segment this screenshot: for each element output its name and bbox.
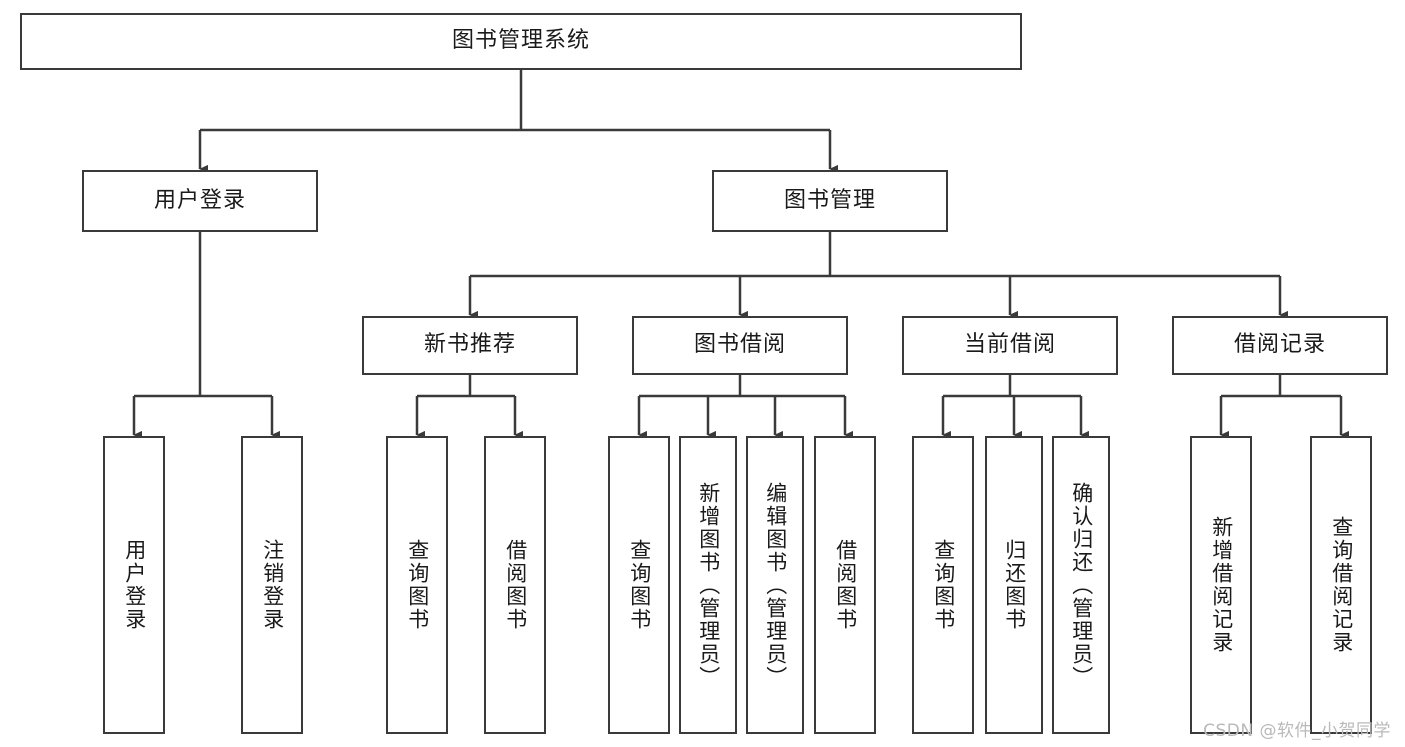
node-leaf-return-book[interactable]: 归还图书	[985, 436, 1043, 734]
node-label: 查询图书	[405, 539, 430, 631]
node-label: 注销登录	[260, 539, 285, 631]
node-leaf-add-record[interactable]: 新增借阅记录	[1190, 436, 1252, 734]
node-label: 新增图书（管理员）	[696, 481, 721, 689]
node-root[interactable]: 图书管理系统	[20, 13, 1022, 70]
node-label: 编辑图书（管理员）	[763, 481, 788, 689]
node-label: 查询借阅记录	[1329, 516, 1354, 654]
node-label: 图书管理系统	[451, 28, 590, 54]
node-book-borrow[interactable]: 图书借阅	[632, 316, 848, 375]
node-leaf-query-book-3[interactable]: 查询图书	[912, 436, 974, 734]
node-leaf-confirm-return[interactable]: 确认归还（管理员）	[1052, 436, 1110, 734]
edges-group	[132, 70, 1350, 440]
node-leaf-borrow-book-2[interactable]: 借阅图书	[814, 436, 876, 734]
node-leaf-user-login[interactable]: 用户登录	[103, 436, 165, 734]
node-label: 查询图书	[627, 539, 652, 631]
node-label: 当前借阅	[963, 332, 1056, 358]
node-label: 新增借阅记录	[1209, 516, 1234, 654]
node-user-login[interactable]: 用户登录	[82, 170, 318, 232]
node-leaf-borrow-book-1[interactable]: 借阅图书	[484, 436, 546, 734]
node-label: 图书借阅	[693, 332, 786, 358]
node-leaf-add-book[interactable]: 新增图书（管理员）	[679, 436, 737, 734]
node-label: 借阅记录	[1233, 332, 1326, 358]
node-leaf-query-book-1[interactable]: 查询图书	[386, 436, 448, 734]
node-book-manage[interactable]: 图书管理	[712, 170, 948, 232]
node-label: 借阅图书	[503, 539, 528, 631]
node-current-borrow[interactable]: 当前借阅	[902, 316, 1118, 375]
node-borrow-record[interactable]: 借阅记录	[1172, 316, 1388, 375]
node-new-book-rec[interactable]: 新书推荐	[362, 316, 578, 375]
node-label: 归还图书	[1002, 539, 1027, 631]
node-label: 确认归还（管理员）	[1069, 481, 1094, 689]
node-label: 查询图书	[931, 539, 956, 631]
node-leaf-query-book-2[interactable]: 查询图书	[608, 436, 670, 734]
node-leaf-edit-book[interactable]: 编辑图书（管理员）	[746, 436, 804, 734]
node-label: 图书管理	[783, 187, 876, 213]
node-leaf-query-record[interactable]: 查询借阅记录	[1310, 436, 1372, 734]
node-label: 新书推荐	[423, 332, 516, 358]
node-label: 借阅图书	[833, 539, 858, 631]
node-label: 用户登录	[153, 187, 246, 213]
node-leaf-logout[interactable]: 注销登录	[241, 436, 303, 734]
node-label: 用户登录	[122, 539, 147, 631]
watermark-text: CSDN @软件_小贺同学	[1203, 721, 1391, 741]
